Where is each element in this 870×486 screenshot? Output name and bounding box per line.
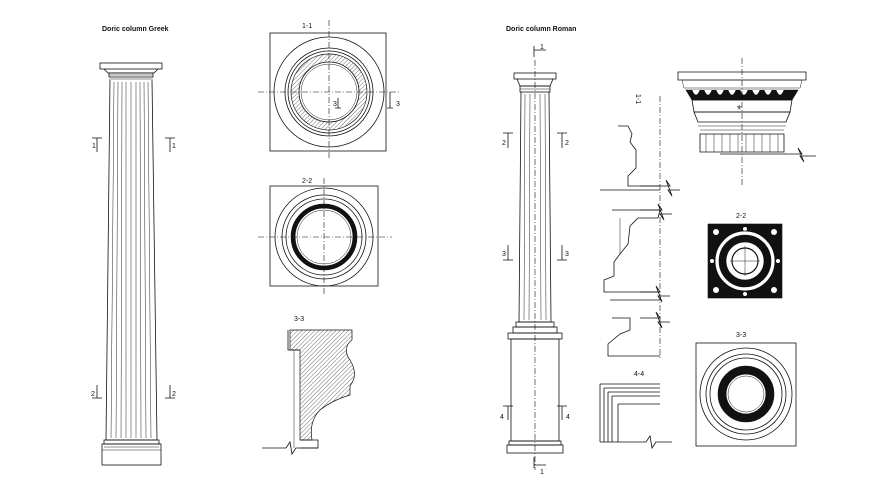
greek-section-marker-1: 1 1 xyxy=(92,137,176,152)
greek-section-2-2: 2-2 xyxy=(258,178,392,296)
roman-column-elevation: Doric column Roman 1 1 2 xyxy=(500,26,576,476)
greek-section-marker-2: 2 2 xyxy=(91,385,176,399)
svg-text:3: 3 xyxy=(565,251,569,258)
greek-section-1-1: 1-1 3 3 xyxy=(258,20,400,160)
roman-column-title: Doric column Roman xyxy=(506,26,576,33)
svg-text:4: 4 xyxy=(566,414,570,421)
roman-section-marker-2: 2 2 xyxy=(502,132,569,148)
svg-text:2: 2 xyxy=(502,140,506,147)
svg-text:2: 2 xyxy=(91,391,95,398)
svg-text:1-1: 1-1 xyxy=(634,94,641,104)
svg-text:3-3: 3-3 xyxy=(736,332,746,339)
svg-text:3-3: 3-3 xyxy=(294,316,304,323)
svg-text:1: 1 xyxy=(92,143,96,150)
svg-text:1-1: 1-1 xyxy=(302,23,312,30)
roman-section-4-4: 4-4 xyxy=(599,371,672,450)
greek-column-flutes xyxy=(110,81,152,439)
svg-text:1: 1 xyxy=(172,143,176,150)
capital-fleur-icon: ⚜ xyxy=(736,104,742,112)
roman-section-marker-3: 3 3 xyxy=(502,245,569,261)
svg-text:2-2: 2-2 xyxy=(736,213,746,220)
greek-section-3-3-profile: 3-3 xyxy=(262,316,355,456)
roman-section-marker-4: 4 4 xyxy=(500,405,570,421)
svg-text:1: 1 xyxy=(540,469,544,476)
svg-text:3: 3 xyxy=(396,101,400,108)
svg-text:2: 2 xyxy=(172,391,176,398)
svg-text:4-4: 4-4 xyxy=(634,371,644,378)
svg-text:3: 3 xyxy=(502,251,506,258)
roman-column-flutes xyxy=(523,93,547,321)
roman-capital-elevation: ⚜ xyxy=(677,58,816,186)
roman-section-2-2: 2-2 xyxy=(707,213,783,299)
svg-text:3: 3 xyxy=(333,101,337,108)
svg-text:2: 2 xyxy=(565,140,569,147)
roman-section-3-3: 3-3 xyxy=(695,332,797,447)
greek-column-title: Doric column Greek xyxy=(102,26,169,33)
svg-text:2-2: 2-2 xyxy=(302,178,312,185)
svg-text:1: 1 xyxy=(540,44,544,51)
greek-column-elevation: Doric column Greek 1 1 xyxy=(91,26,176,466)
ornament-pattern xyxy=(710,227,780,296)
svg-text:4: 4 xyxy=(500,414,504,421)
roman-section-1-1-profile: 1-1 xyxy=(600,94,680,360)
